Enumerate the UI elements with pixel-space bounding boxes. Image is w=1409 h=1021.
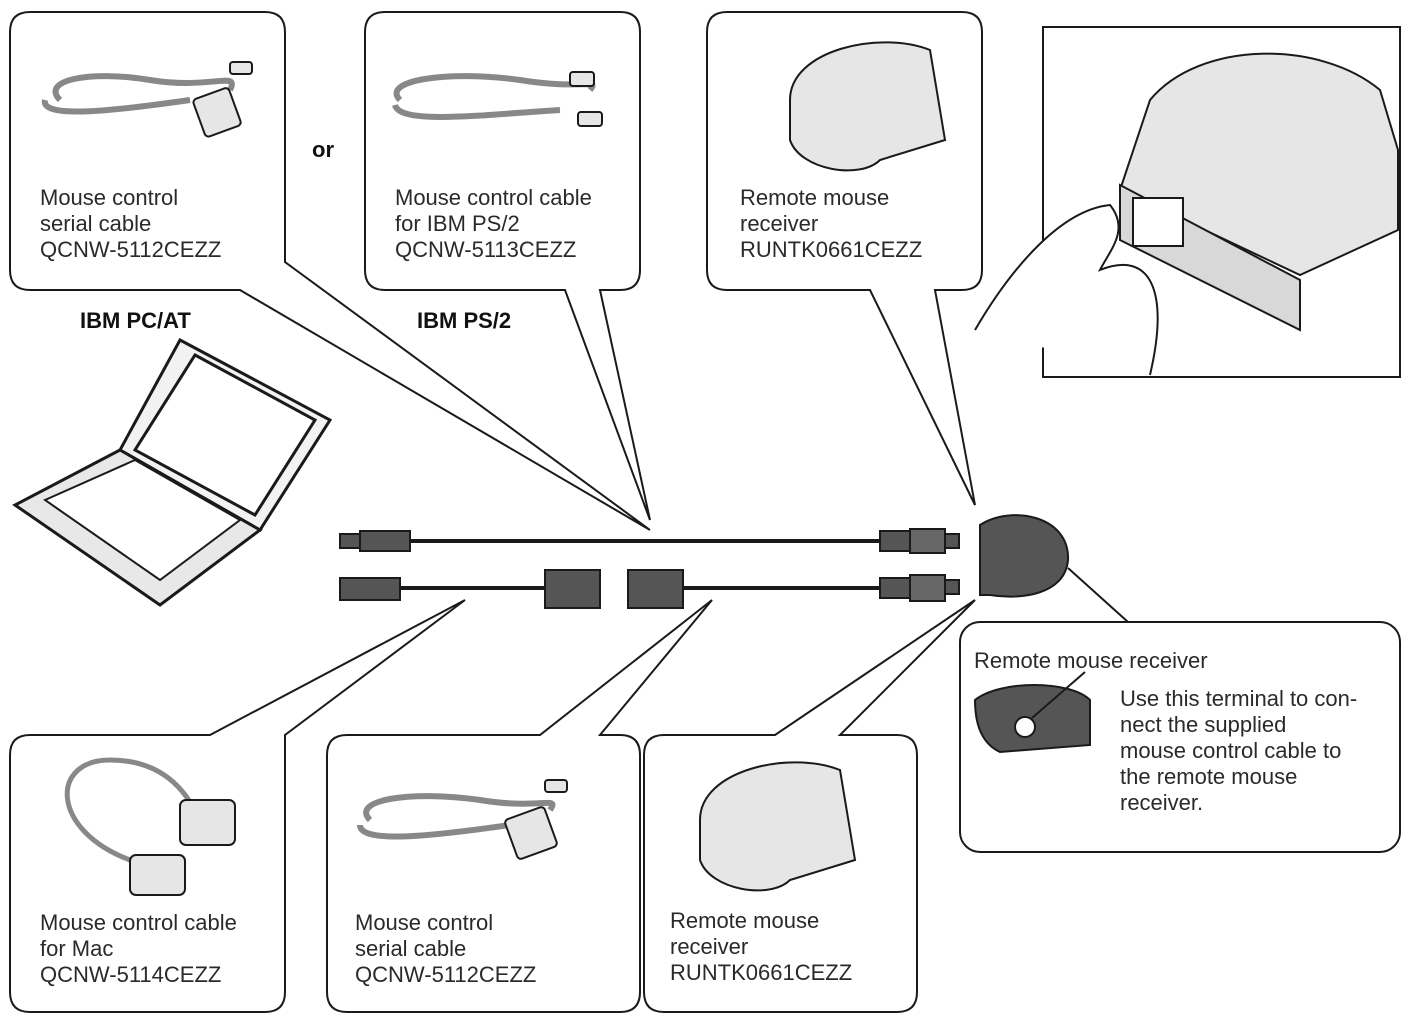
label-ibm-ps2: IBM PS/2 [417,308,512,333]
label-ibm-pc-at: IBM PC/AT [80,308,191,333]
serial-cable-image-bottom [357,779,568,860]
mac-cable-image [64,757,236,896]
callout-serial-cable-top: Mouse control serial cable QCNW-5112CEZZ [40,185,222,262]
cables [339,528,960,609]
callout-ps2-cable-top: Mouse control cable for IBM PS/2 QCNW-51… [395,185,592,262]
callout-box-mac [9,599,466,1013]
receiver-image-bottom [699,761,857,892]
callout-box-receiver-bottom [643,599,976,1013]
inset-description: Use this terminal to con- nect the suppl… [1120,686,1358,815]
receiver-image-top [789,41,947,172]
inset-box [959,621,1401,853]
callout-serial-cable-bottom: Mouse control serial cable QCNW-5112CEZZ [355,910,537,987]
or-label: or [312,137,334,162]
receiver-hand-photo [974,52,1399,376]
photo-frame [1042,26,1401,378]
callout-box-receiver-top [706,11,983,506]
callout-receiver-top: Remote mouse receiver RUNTK0661CEZZ [740,185,923,262]
receiver-image-inset [973,671,1091,754]
ps2-cable-image-top [392,71,603,127]
callout-receiver-bottom: Remote mouse receiver RUNTK0661CEZZ [670,908,853,985]
callout-box-ps2-top [364,11,651,521]
receiver-center [979,514,1070,598]
laptop-image [12,337,333,607]
callout-box-serial-bottom [326,599,713,1013]
callout-box-serial-top [9,11,651,531]
inset-title: Remote mouse receiver [974,648,1208,673]
callout-mac-cable: Mouse control cable for Mac QCNW-5114CEZ… [40,910,237,987]
serial-cable-image-top [41,61,253,138]
